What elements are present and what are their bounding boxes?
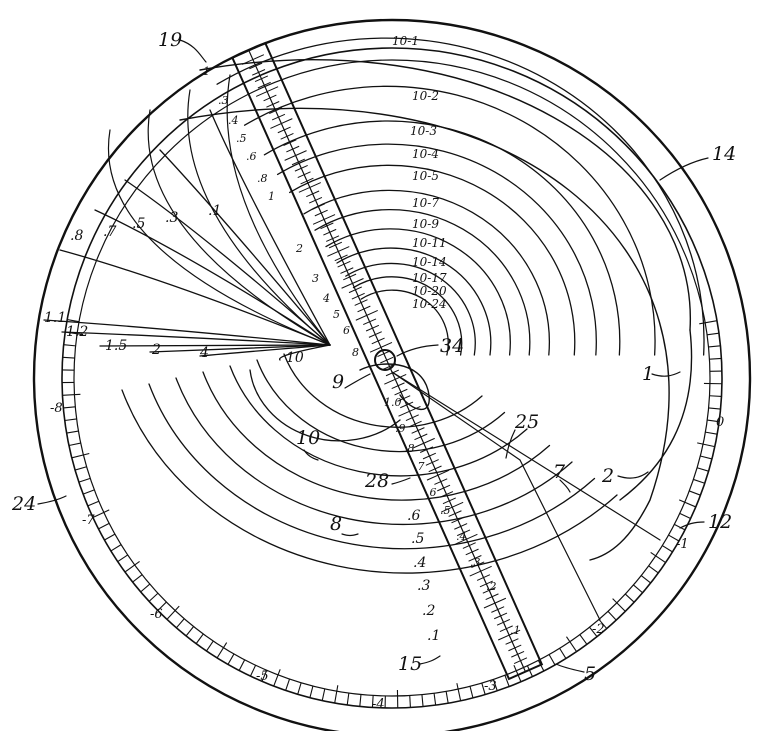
ref-19: 19: [158, 29, 182, 51]
ref-34: 34: [440, 335, 464, 357]
ring-label: -1: [676, 537, 689, 552]
fan-label: 1.2: [66, 324, 88, 340]
fan-label: 2: [151, 342, 161, 358]
ring-label: 0: [716, 415, 724, 430]
ref-5: 5: [584, 663, 596, 685]
lower-label: .4: [413, 555, 426, 571]
rotating-rule[interactable]: [231, 41, 544, 681]
fan-label: .3: [165, 210, 178, 226]
curve-label: 10-9: [412, 217, 439, 231]
upper-curve-family: [216, 37, 705, 356]
rule-label: 2: [295, 242, 303, 255]
ring-label: -7: [82, 513, 95, 528]
fan-label: 4: [199, 345, 209, 361]
fan-label: .1: [208, 203, 221, 219]
rule-label: .5: [440, 504, 451, 517]
curve-label: 10-7: [412, 196, 439, 210]
lower-label: .1: [427, 628, 440, 644]
ref-1: 1: [642, 363, 654, 385]
rule-label: .2: [486, 580, 497, 593]
lower-label: .6: [407, 508, 420, 524]
lower-label: .5: [411, 531, 424, 547]
curve-label: 10-14: [412, 255, 447, 269]
curve-label: 10-3: [410, 124, 437, 138]
fan-label: .5: [132, 216, 145, 232]
rule-label: 6: [343, 324, 350, 337]
curve-label: 10-2: [412, 89, 439, 103]
ref-25: 25: [514, 411, 539, 433]
ref-24: 24: [11, 493, 36, 515]
ring-label: -4: [372, 697, 385, 712]
right-arcs: [179, 59, 693, 561]
rule-label: 1: [268, 190, 275, 203]
fan-label: .7: [103, 224, 116, 240]
rule-label: .8: [257, 172, 268, 185]
rule-label: 8: [352, 346, 359, 359]
curve-label: 10-1: [392, 34, 419, 48]
rule-label: .9: [395, 422, 406, 435]
lower-label: .2: [422, 603, 435, 619]
center-hub[interactable]: [359, 349, 430, 411]
upper-curve-labels: 10-1 10-2 10-3 10-4 10-5 10-7 10-9 10-11…: [392, 34, 447, 311]
ref-10: 10: [296, 427, 320, 449]
ring-label: -5: [256, 669, 269, 684]
fan-label: 10: [286, 350, 304, 366]
ref-14: 14: [712, 143, 736, 165]
graduated-scale-ring: [62, 319, 722, 708]
ring-label: -2: [592, 622, 605, 637]
rule-label: .4: [456, 530, 467, 543]
curve-label: 10-20: [412, 284, 447, 298]
left-fan-labels: .8 .7 .5 .3 .1 1.1 1.2 1.5 2 4 10: [44, 203, 304, 366]
rule-label: .7: [414, 460, 425, 473]
lower-label: .3: [417, 578, 430, 594]
ring-scale-labels: 0 -1 -2 -3 -4 -5 -6 -7 -8: [50, 401, 724, 712]
curve-label: 10-11: [412, 236, 447, 250]
lower-curve-labels: .6 .5 .4 .3 .2 .1: [407, 508, 440, 644]
rule-label: .4: [228, 114, 239, 127]
ring-label: -8: [50, 401, 63, 416]
rule-label: .3: [470, 556, 481, 569]
fan-label: 1.1: [44, 310, 66, 326]
curve-label: 10-4: [412, 147, 439, 161]
ref-2: 2: [601, 465, 614, 487]
outer-disc: [32, 18, 752, 731]
rule-label: .3: [218, 94, 229, 107]
rule-label: .1: [510, 624, 521, 637]
fan-label: 1.5: [105, 338, 127, 354]
rule-label: .5: [236, 132, 247, 145]
ring-label: -6: [150, 607, 163, 622]
lower-curve-family: [121, 353, 618, 574]
fan-label: .8: [70, 228, 83, 244]
rule-label: 3: [312, 272, 319, 285]
rule-label: 1: [203, 65, 210, 78]
curve-label: 10-5: [412, 169, 439, 183]
ring-label: -3: [484, 679, 497, 694]
rule-labels: 1 .3 .4 .5 .6 .8 1 2 3 4 5 6 8 1.0 .9 .8…: [203, 65, 521, 637]
ref-8: 8: [330, 513, 342, 535]
left-fan-curve-family: [43, 74, 331, 361]
rule-label: .6: [246, 150, 257, 163]
ref-15: 15: [398, 653, 422, 675]
ref-7: 7: [553, 461, 566, 483]
ref-28: 28: [364, 470, 389, 492]
rule-label: .8: [404, 442, 415, 455]
rule-label: 1.0: [384, 396, 402, 409]
curve-label: 10-17: [412, 271, 447, 285]
sector-25: [391, 371, 661, 621]
reference-numerals: 19 14 34 9 25 28 7 1 2 12 24 15 5 10 8: [11, 29, 736, 685]
rule-label: 5: [333, 308, 340, 321]
ref-12: 12: [708, 511, 732, 533]
ref-9: 9: [332, 371, 344, 393]
rule-label: .6: [426, 486, 437, 499]
rule-label: 4: [322, 292, 330, 305]
curve-label: 10-24: [412, 297, 447, 311]
